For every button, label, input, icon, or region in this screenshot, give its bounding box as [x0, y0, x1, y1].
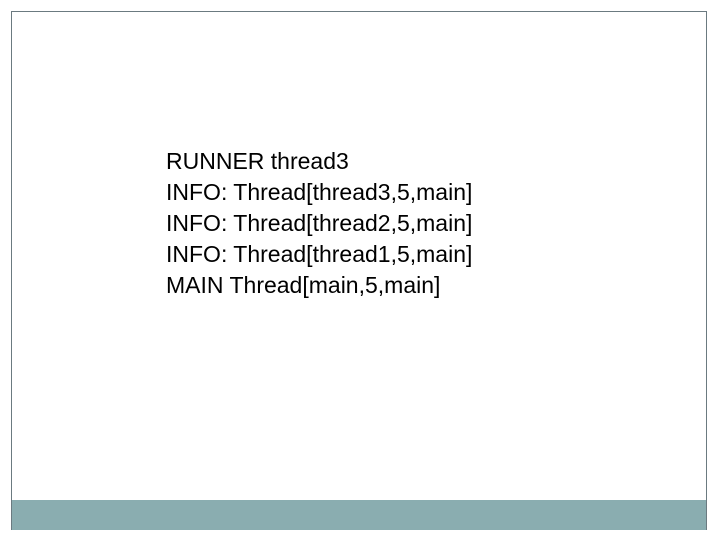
slide-body-text-block: RUNNER thread3 INFO: Thread[thread3,5,ma… [166, 146, 686, 301]
text-line: MAIN Thread[main,5,main] [166, 272, 441, 298]
text-line: INFO: Thread[thread2,5,main] [166, 210, 473, 236]
footer-accent-band [12, 500, 706, 530]
text-line: RUNNER thread3 [166, 148, 349, 174]
text-line: INFO: Thread[thread1,5,main] [166, 241, 473, 267]
text-line: INFO: Thread[thread3,5,main] [166, 179, 473, 205]
